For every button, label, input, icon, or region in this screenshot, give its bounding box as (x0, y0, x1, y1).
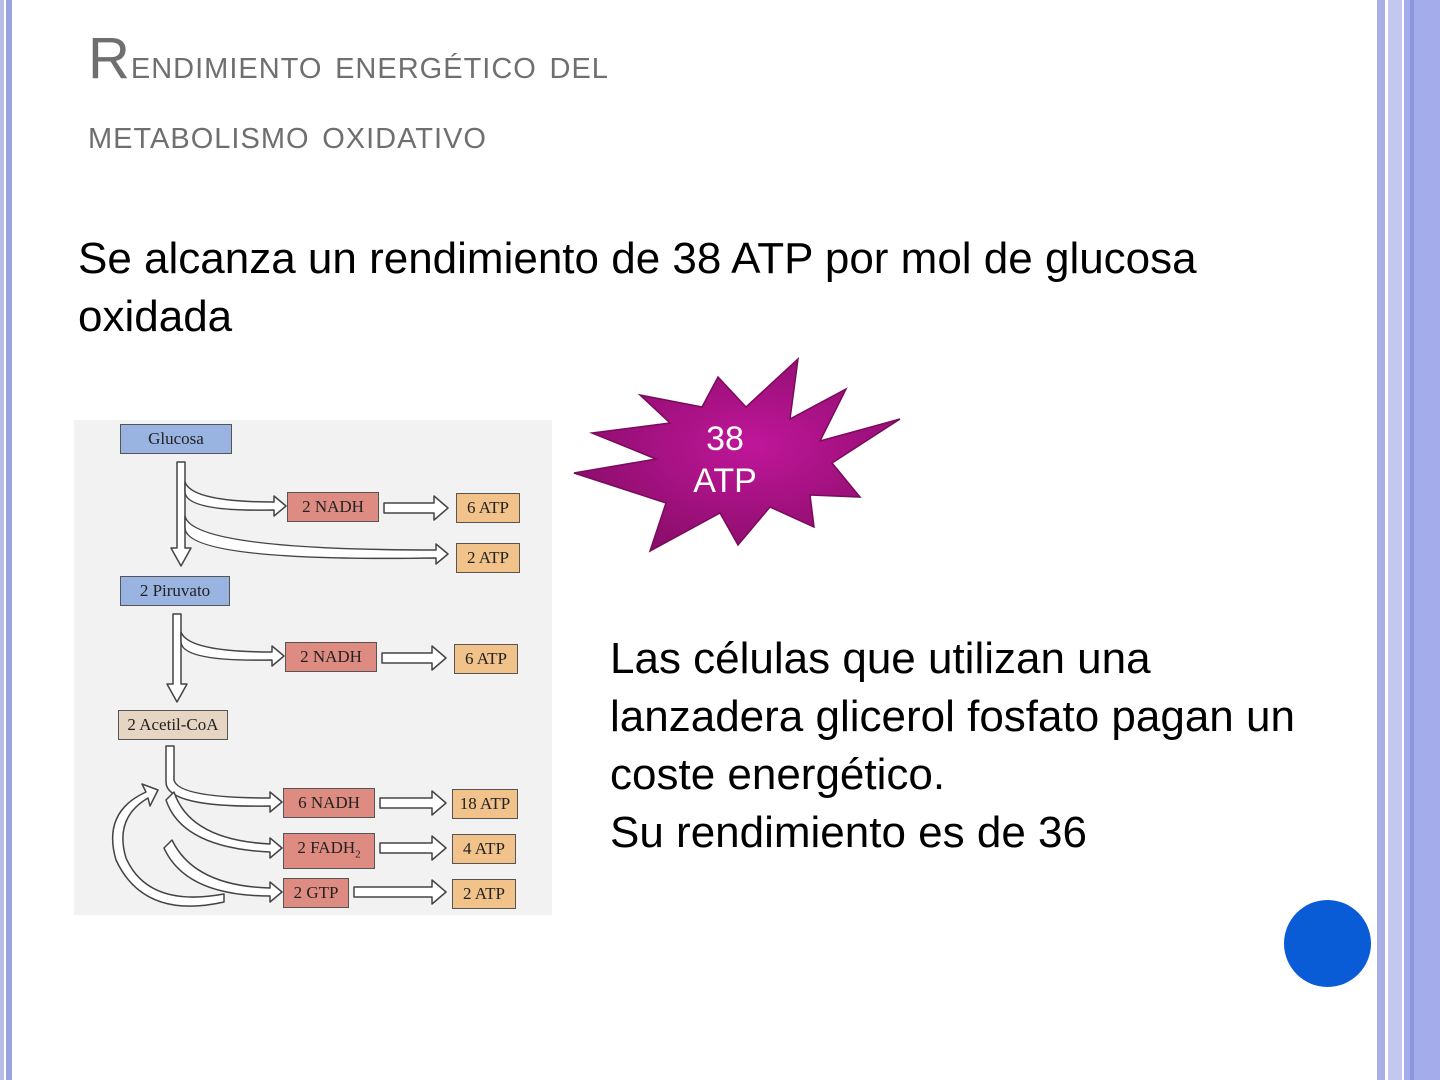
burst-number: 38 (706, 420, 744, 458)
diagram-arrows: .ar{fill:#ffffff;stroke:#444;stroke-widt… (111, 461, 449, 907)
gtp-box: 2 GTP (283, 878, 349, 908)
left-border-decoration (0, 0, 14, 1080)
atp-box-6: 2 ATP (452, 879, 516, 909)
title-line2: metabolismo oxidativo (88, 110, 487, 157)
slide-title: Rendimiento energético del metabolismo o… (88, 24, 1188, 169)
decorative-circle (1284, 900, 1371, 987)
atp-starburst (573, 357, 901, 553)
atp-box-5: 4 ATP (452, 834, 516, 864)
nadh-box-2: 2 NADH (285, 642, 377, 672)
atp-box-1: 6 ATP (456, 493, 520, 523)
pyruvate-box: 2 Piruvato (120, 576, 230, 606)
burst-unit: ATP (693, 462, 757, 500)
right-border-decoration (1388, 0, 1402, 1080)
title-initial: R (88, 26, 131, 91)
acetyl-coa-box: 2 Acetil-CoA (118, 710, 228, 740)
burst-label: 38 ATP (675, 418, 775, 502)
glucose-box: Glucosa (120, 424, 232, 454)
starburst-shape (573, 357, 901, 553)
atp-box-4: 18 ATP (452, 789, 518, 819)
title-line1: endimiento energético del (130, 40, 609, 87)
note-line1: Las células que utilizan una lanzadera g… (610, 634, 1295, 799)
fadh2-label: 2 FADH (297, 838, 356, 857)
nadh-box-3: 6 NADH (283, 788, 375, 818)
atp-box-2: 2 ATP (456, 543, 520, 573)
nadh-box-1: 2 NADH (287, 492, 379, 522)
intro-text: Se alcanza un rendimiento de 38 ATP por … (78, 234, 1197, 341)
right-border-decoration (1410, 0, 1414, 1080)
note-line2: Su rendimiento es de 36 (610, 808, 1087, 857)
atp-box-3: 6 ATP (454, 644, 518, 674)
energy-yield-diagram: .ar{fill:#ffffff;stroke:#444;stroke-widt… (74, 420, 552, 915)
fadh2-box: 2 FADH2 (283, 833, 375, 870)
right-border-decoration (1377, 0, 1385, 1080)
glycerol-phosphate-note: Las células que utilizan una lanzadera g… (610, 630, 1350, 862)
fadh2-subscript: 2 (355, 848, 361, 861)
